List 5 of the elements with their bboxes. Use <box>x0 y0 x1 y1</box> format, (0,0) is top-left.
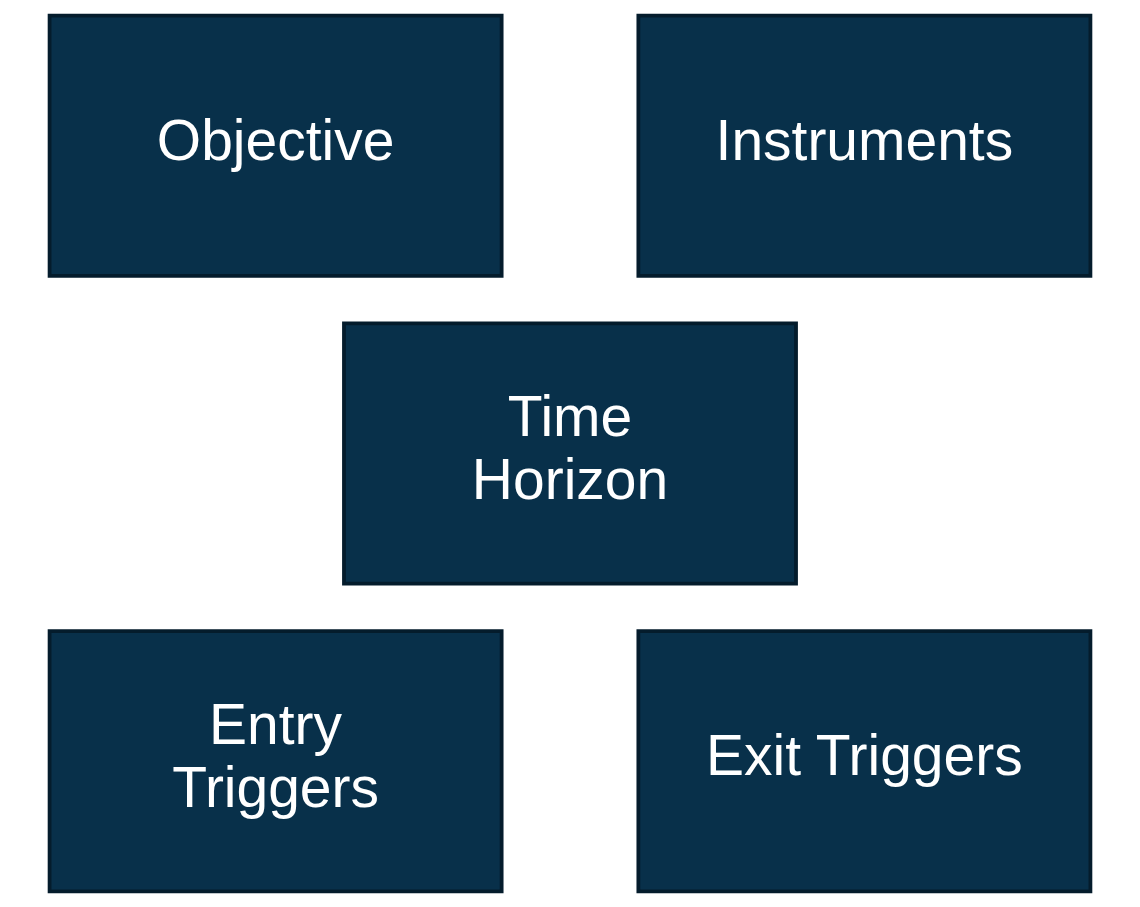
node-box: Objective <box>47 13 504 278</box>
node-box: Instruments <box>636 13 1093 278</box>
node-box: Time Horizon <box>342 321 798 586</box>
node-box: Exit Triggers <box>636 629 1093 894</box>
node-box: Entry Triggers <box>47 629 504 894</box>
